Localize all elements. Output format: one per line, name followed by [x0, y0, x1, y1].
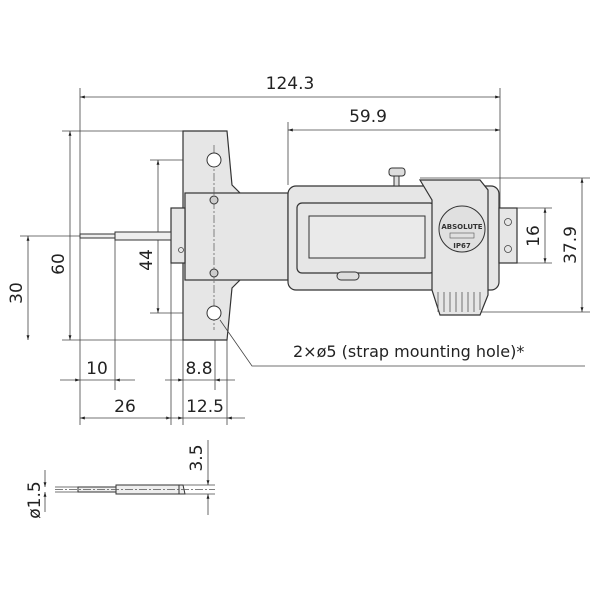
end-hole [504, 218, 512, 226]
logo-bar [449, 232, 475, 239]
end-hole [504, 245, 512, 253]
mounting-hole-top [206, 152, 222, 168]
end-block [498, 207, 518, 264]
rod [114, 231, 172, 241]
grip-ribs [437, 292, 481, 312]
screw-icon [209, 195, 219, 205]
logo-rating: IP67 [453, 242, 471, 250]
mounting-hole-bottom [206, 305, 222, 321]
screw-icon [209, 268, 219, 278]
dim-base-thickness: 12.5 [186, 397, 224, 417]
tip-detail: ø1.5 3.5 [25, 440, 215, 519]
main-block [184, 192, 289, 281]
logo-badge [438, 205, 486, 253]
dim-body-length: 59.9 [349, 107, 387, 127]
dim-base-height: 60 [49, 253, 69, 275]
rod-holder [170, 207, 186, 264]
lock-knob [388, 167, 406, 177]
dim-rod-length: 26 [114, 397, 136, 417]
pin [178, 247, 184, 253]
logo-brand: ABSOLUTE [441, 223, 482, 231]
button [336, 271, 360, 281]
dim-rod-offset: 10 [86, 359, 108, 379]
dim-block-height: 16 [524, 225, 544, 247]
leader-line [219, 319, 585, 367]
rod-tip [79, 233, 116, 239]
dim-hole-offset: 8.8 [185, 359, 212, 379]
dim-rod-height: 30 [7, 282, 27, 304]
dim-overall-length: 124.3 [266, 74, 315, 94]
lcd-screen [308, 215, 426, 259]
knob-stem [393, 175, 400, 187]
dim-tip-length: 3.5 [187, 444, 207, 471]
strap-hole-note: 2×ø5 (strap mounting hole)* [293, 342, 524, 361]
dim-tip-diameter: ø1.5 [25, 481, 45, 518]
dim-hole-pitch: 44 [137, 249, 157, 271]
dim-body-height: 37.9 [561, 226, 581, 264]
